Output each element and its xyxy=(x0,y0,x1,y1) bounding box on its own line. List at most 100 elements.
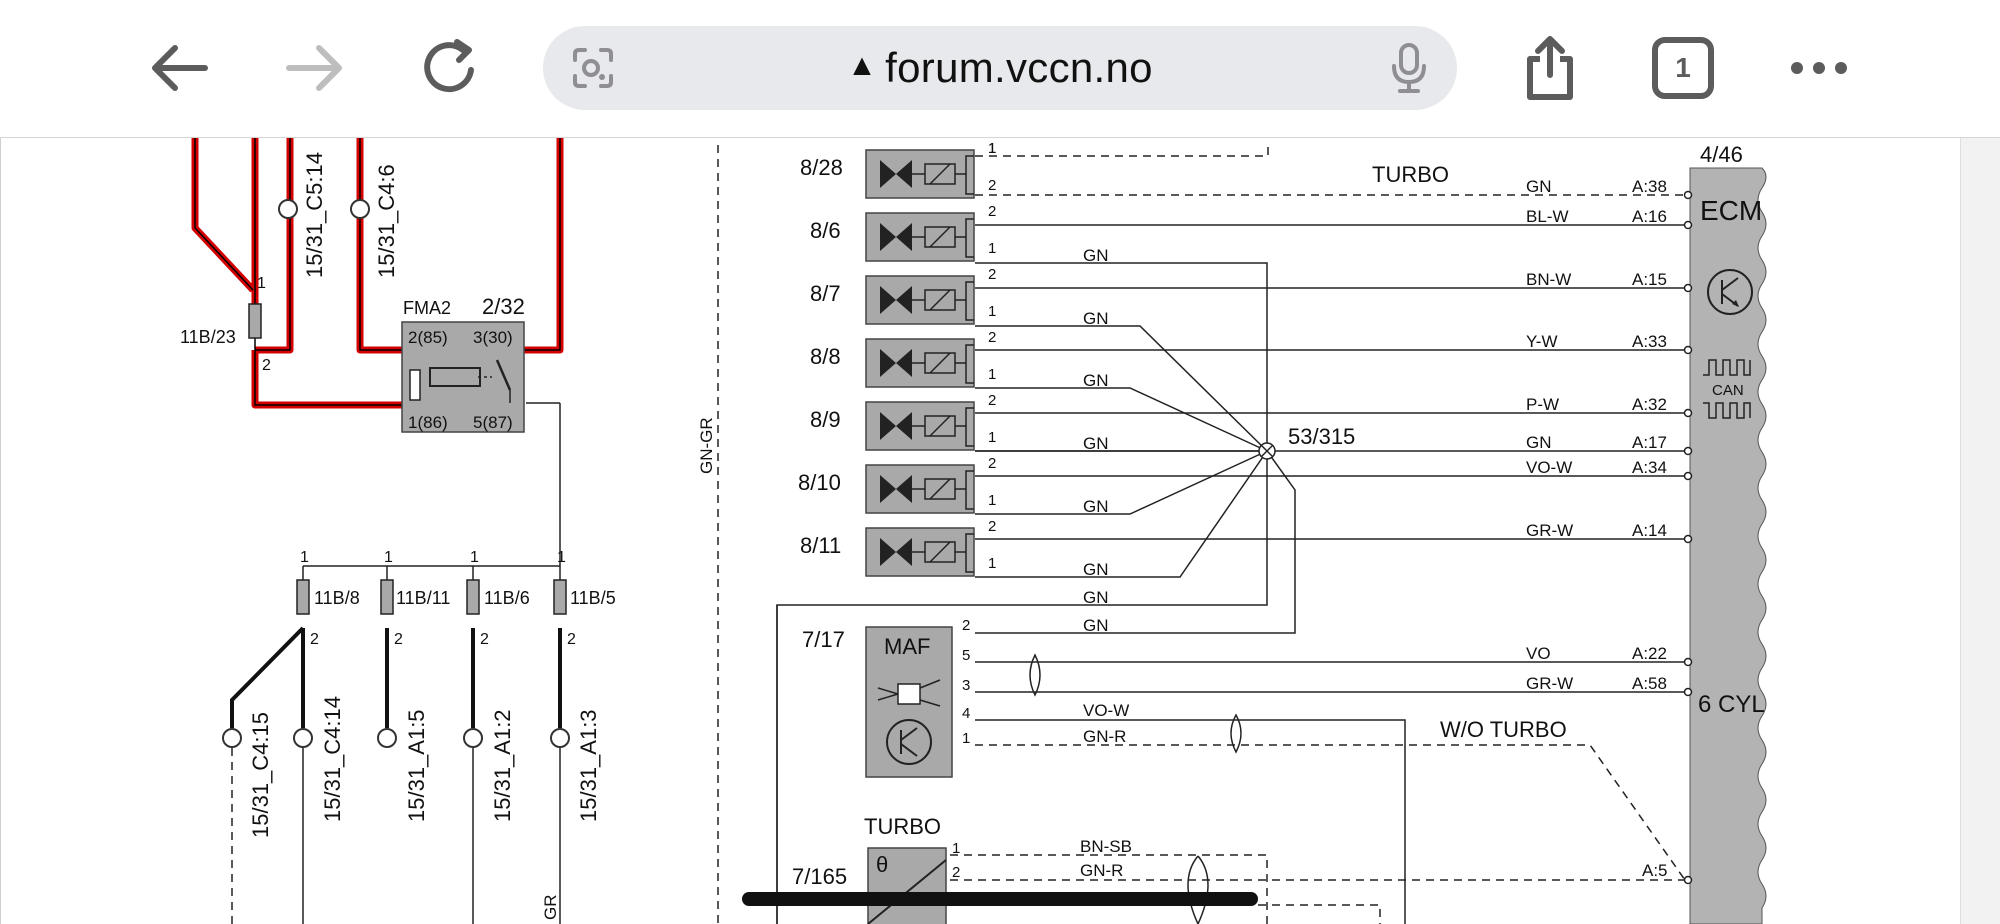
microphone-button[interactable] xyxy=(1381,40,1437,96)
turbo-sensor-id: 7/165 xyxy=(792,864,847,889)
url-field[interactable]: ▲forum.vccn.no xyxy=(543,26,1457,110)
tabs-button[interactable]: 1 xyxy=(1638,26,1728,110)
page-scroll-gutter[interactable] xyxy=(1960,138,2000,924)
warning-icon: ▲ xyxy=(847,49,878,82)
wiring-diagram[interactable]: 15/31_C5:14 15/31_C4:6 1 2 11B/23 FMA2 2… xyxy=(0,138,1960,924)
connector-a15 xyxy=(377,728,397,748)
pin-label: 2 xyxy=(988,177,996,194)
pin-label: 1 xyxy=(988,555,996,572)
ecm-pin xyxy=(1683,220,1693,230)
connector-c46 xyxy=(350,199,370,219)
turbo-header: TURBO xyxy=(1372,162,1449,187)
pin-label: 1 xyxy=(988,366,996,383)
pin-label: 2 xyxy=(310,631,319,648)
pin-label: 1 xyxy=(988,303,996,320)
ecm-pin-label: A:38 xyxy=(1632,177,1667,196)
wire-label-gn: GN xyxy=(1083,246,1109,265)
home-indicator[interactable] xyxy=(742,892,1258,906)
cyl-label: 6 CYL xyxy=(1698,691,1765,718)
injector-8-7: 8/7 xyxy=(810,281,841,306)
pin-label: 1 xyxy=(257,275,266,292)
maf-id: 7/17 xyxy=(802,627,845,652)
ecm-pin xyxy=(1683,875,1693,885)
injector-symbol xyxy=(865,275,975,325)
pin-label: 2 xyxy=(262,357,271,374)
wire-label-gn: GN xyxy=(1083,616,1109,635)
injector-8-28: 8/28 xyxy=(800,155,843,180)
pin-label: 1 xyxy=(988,140,996,157)
relay-id: 2/32 xyxy=(482,294,525,319)
connector-a12 xyxy=(463,728,483,748)
ecm-pin xyxy=(1683,190,1693,200)
pin-label: 4 xyxy=(962,705,970,722)
wire-label-gn: GN xyxy=(1083,497,1109,516)
wire-color-label: GR-W xyxy=(1526,674,1573,693)
relay-pin-87: 5(87) xyxy=(473,413,513,432)
wire-label-gn: GN xyxy=(1083,371,1109,390)
pin-label: 2 xyxy=(567,631,576,648)
address-bar[interactable]: ▲forum.vccn.no xyxy=(543,26,1457,110)
reload-button[interactable] xyxy=(406,26,496,110)
ecm-pin xyxy=(1683,657,1693,667)
transistor-icon xyxy=(1707,269,1753,315)
wire-label-bn-sb: BN-SB xyxy=(1080,837,1132,856)
forward-button[interactable] xyxy=(270,26,360,110)
can-label: CAN xyxy=(1712,382,1744,399)
share-button[interactable] xyxy=(1505,26,1595,110)
wire-label-gn: GN xyxy=(1083,309,1109,328)
more-icon xyxy=(1791,62,1847,74)
ecm-pin-label: A:14 xyxy=(1632,521,1667,540)
pin-label: 1 xyxy=(962,730,970,747)
fuse-output-wires xyxy=(230,626,562,728)
twisted-pair-icon xyxy=(1230,713,1242,754)
wire-label-gn: GN xyxy=(1083,434,1109,453)
wire-color-label: VO-W xyxy=(1526,458,1572,477)
wire-color-label: P-W xyxy=(1526,395,1559,414)
pin-label: 2 xyxy=(988,203,996,220)
wire-color-label: VO xyxy=(1526,644,1551,663)
connector-c415 xyxy=(222,728,242,748)
back-arrow-icon xyxy=(152,45,208,91)
relay-2-32 xyxy=(401,321,560,433)
pin-label: 2 xyxy=(988,518,996,535)
wire-color-label: GR-W xyxy=(1526,521,1573,540)
ecm-pin-label: A:15 xyxy=(1632,270,1667,289)
share-icon xyxy=(1527,36,1573,100)
pin-label: 2 xyxy=(394,631,403,648)
label-c414: 15/31_C4:14 xyxy=(320,696,345,822)
browser-toolbar: ▲forum.vccn.no 1 xyxy=(0,0,2000,138)
ecm-pin xyxy=(1683,345,1693,355)
pin-label: 2 xyxy=(988,266,996,283)
connector-c514 xyxy=(278,199,298,219)
splice-label: 53/315 xyxy=(1288,424,1355,449)
twisted-pair-icon xyxy=(1187,855,1209,924)
fuse-row xyxy=(296,566,567,615)
pin-label: 1 xyxy=(988,140,996,157)
label-c46: 15/31_C4:6 xyxy=(374,164,399,278)
pin-label: 1 xyxy=(952,840,960,857)
ecm-pin-label: A:34 xyxy=(1632,458,1667,477)
label-c514: 15/31_C5:14 xyxy=(302,152,327,278)
pin-label: 1 xyxy=(988,492,996,509)
theta-symbol: θ xyxy=(876,852,888,877)
injector-symbol xyxy=(865,212,975,262)
wire-label-gn-r: GN-R xyxy=(1080,861,1123,880)
wire-label-gn-r: GN-R xyxy=(1083,727,1126,746)
wire-label-gn: GN xyxy=(1083,588,1109,607)
turbo-sensor-header: TURBO xyxy=(864,814,941,839)
more-button[interactable] xyxy=(1774,26,1864,110)
pin-label: 2 xyxy=(962,617,970,634)
back-button[interactable] xyxy=(134,26,224,110)
injector-symbol xyxy=(865,149,975,199)
label-gr: GR xyxy=(541,895,560,921)
wire-color-label: GN xyxy=(1526,433,1552,452)
pin-label: 2 xyxy=(988,455,996,472)
pin-label: 1 xyxy=(300,549,309,566)
tab-count: 1 xyxy=(1675,52,1691,83)
pin-label: 5 xyxy=(962,647,970,664)
pin-label: 2 xyxy=(988,392,996,409)
wire-label-vo-w: VO-W xyxy=(1083,701,1129,720)
injector-8-8: 8/8 xyxy=(810,344,841,369)
label-a13: 15/31_A1:3 xyxy=(576,709,601,822)
lens-button[interactable] xyxy=(565,40,621,96)
